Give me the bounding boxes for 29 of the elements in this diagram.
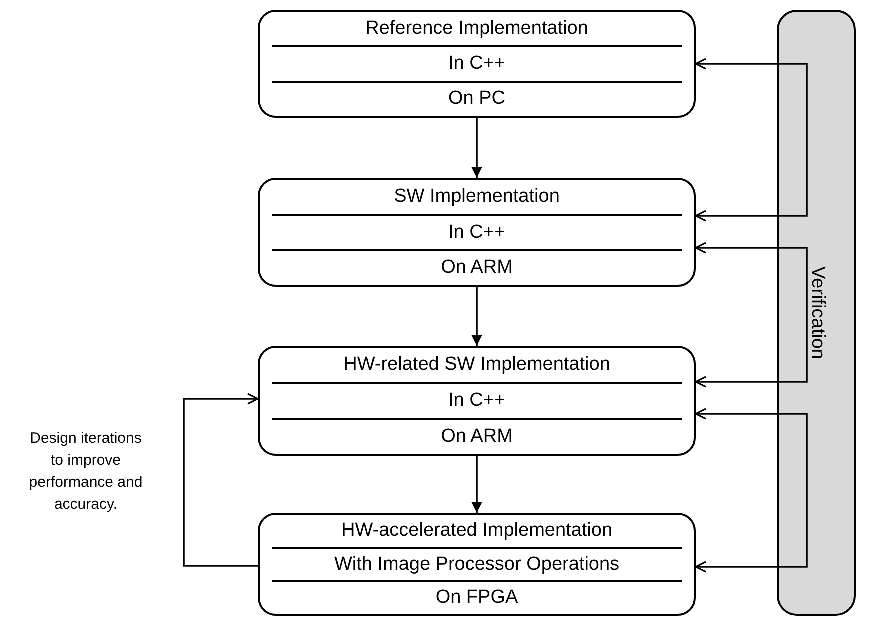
box-text: On ARM bbox=[441, 256, 513, 280]
arrow bbox=[695, 376, 777, 388]
arrow bbox=[472, 456, 482, 513]
box-text: HW-related SW Implementation bbox=[344, 353, 610, 377]
box-text: On FPGA bbox=[436, 586, 518, 610]
process-box bbox=[258, 513, 696, 616]
process-box bbox=[258, 178, 696, 287]
box-text: With Image Processor Operations bbox=[334, 552, 620, 576]
box-text: In C++ bbox=[448, 220, 506, 244]
box-text: Reference Implementation bbox=[366, 16, 588, 41]
process-box bbox=[258, 10, 696, 118]
arrow bbox=[183, 393, 259, 567]
arrow bbox=[695, 561, 777, 573]
box-text: SW Implementation bbox=[394, 184, 560, 209]
bar-label: Verification bbox=[806, 266, 829, 360]
box-text: On PC bbox=[448, 87, 506, 112]
arrow bbox=[695, 58, 777, 70]
arrow bbox=[472, 118, 482, 178]
note-text: Design iterations to improve performance and accuracy. bbox=[28, 429, 144, 515]
verification-bar bbox=[777, 10, 856, 616]
arrow bbox=[695, 242, 777, 254]
process-box bbox=[258, 346, 696, 456]
box-text: In C++ bbox=[448, 52, 506, 76]
box-text: HW-accelerated Implementation bbox=[341, 518, 613, 543]
arrow bbox=[695, 210, 777, 222]
box-text: In C++ bbox=[448, 389, 506, 413]
arrow bbox=[472, 287, 482, 346]
arrow bbox=[695, 408, 777, 420]
box-text: On ARM bbox=[441, 425, 513, 449]
